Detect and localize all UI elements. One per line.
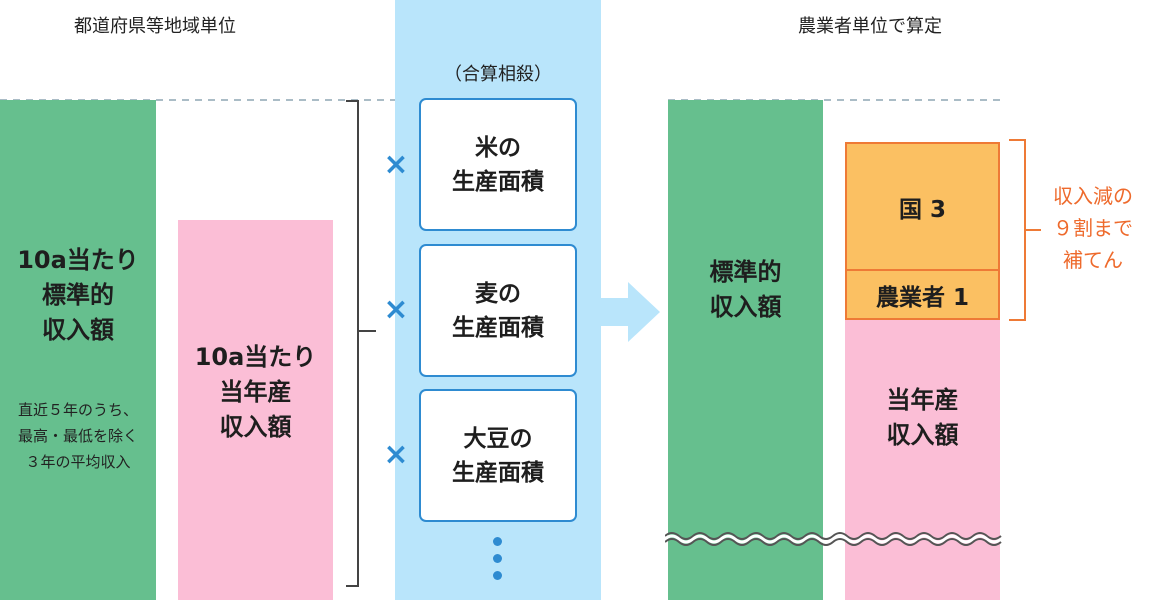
arrow-right-icon bbox=[598, 282, 660, 342]
multiply-icon: × bbox=[383, 292, 409, 327]
farmer-share-label: 農業者 1 bbox=[875, 284, 969, 311]
heading-regional-unit: 都道府県等地域単位 bbox=[74, 16, 236, 37]
ellipsis-dot-icon bbox=[493, 554, 502, 563]
government-share-block: 国 3 bbox=[845, 142, 1000, 271]
break-wave-stroke-top bbox=[665, 532, 1002, 540]
rice-area-box: 米の 生産面積 bbox=[419, 98, 577, 231]
regional-current-income-label: 10a当たり 当年産 収入額 bbox=[194, 343, 317, 441]
farmer-share-block: 農業者 1 bbox=[845, 271, 1000, 320]
standard-income-definition-note: 直近５年のうち、 最高・最低を除く ３年の平均収入 bbox=[17, 401, 138, 471]
left-bracket bbox=[346, 100, 376, 587]
rice-area-label: 米の 生産面積 bbox=[452, 134, 544, 195]
compensation-bracket bbox=[1009, 139, 1041, 321]
break-wave-gap bbox=[665, 534, 1002, 544]
regional-standard-income-bar bbox=[0, 100, 156, 600]
ellipsis-dot-icon bbox=[493, 571, 502, 580]
government-share-label: 国 3 bbox=[898, 196, 946, 223]
farmer-current-income-bar bbox=[845, 318, 1000, 600]
farmer-standard-income-label: 標準的 収入額 bbox=[709, 258, 782, 321]
multiply-icon: × bbox=[383, 147, 409, 182]
regional-current-income-bar bbox=[178, 220, 333, 600]
break-wave-stroke-bottom bbox=[665, 538, 1002, 546]
heading-combined-offset: （合算相殺） bbox=[444, 64, 552, 85]
farmer-current-income-label: 当年産 収入額 bbox=[886, 386, 959, 449]
ellipsis-dot-icon bbox=[493, 537, 502, 546]
soybean-area-label: 大豆の 生産面積 bbox=[452, 425, 544, 486]
compensation-note: 収入減の ９割まで 補てん bbox=[1053, 184, 1133, 272]
wheat-area-label: 麦の 生産面積 bbox=[452, 280, 544, 341]
multiply-icon: × bbox=[383, 437, 409, 472]
wheat-area-box: 麦の 生産面積 bbox=[419, 244, 577, 377]
regional-standard-income-label: 10a当たり 標準的 収入額 bbox=[17, 246, 139, 344]
soybean-area-box: 大豆の 生産面積 bbox=[419, 389, 577, 522]
farmer-standard-income-bar bbox=[668, 100, 823, 600]
break-wave-line bbox=[665, 532, 1002, 546]
heading-farmer-unit: 農業者単位で算定 bbox=[798, 16, 942, 37]
